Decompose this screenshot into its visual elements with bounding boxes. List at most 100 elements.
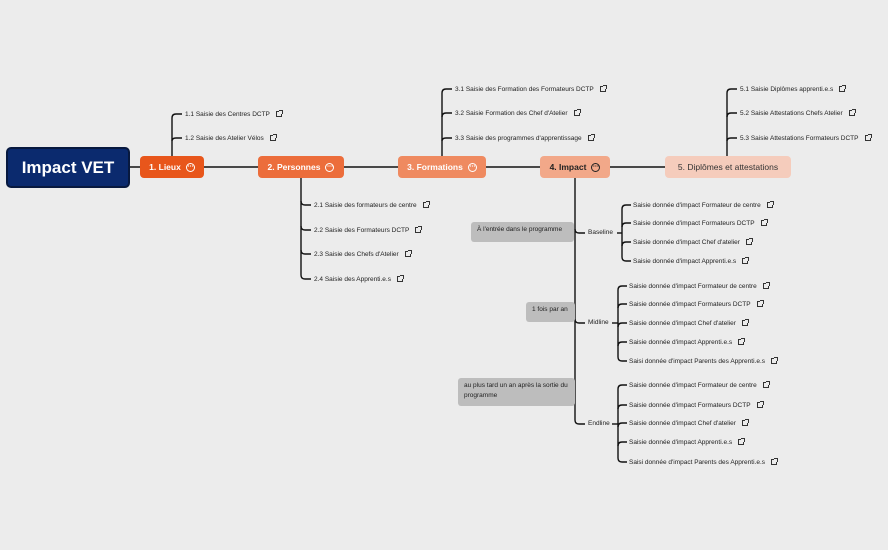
external-link-icon[interactable] bbox=[762, 282, 770, 289]
phase-endline[interactable]: Endline bbox=[588, 420, 610, 427]
branch-label: 3. Formations bbox=[407, 162, 463, 172]
external-link-icon[interactable] bbox=[756, 401, 764, 408]
leaf-item[interactable]: 2.4 Saisie des Apprenti.e.s bbox=[314, 274, 404, 284]
external-link-icon[interactable] bbox=[599, 85, 607, 92]
external-link-icon[interactable] bbox=[741, 319, 749, 326]
branch-personnes[interactable]: 2. Personnes ⋯ bbox=[258, 156, 344, 178]
root-node[interactable]: Impact VET bbox=[6, 147, 130, 188]
leaf-label: Saisie donnée d'impact Formateur de cent… bbox=[633, 201, 761, 209]
external-link-icon[interactable] bbox=[738, 338, 746, 345]
leaf-label: 3.3 Saisie des programmes d'apprentissag… bbox=[455, 134, 582, 142]
leaf-label: Saisie donnée d'impact Chef d'atelier bbox=[629, 419, 736, 427]
leaf-item[interactable]: Saisi donnée d'impact Parents des Appren… bbox=[629, 356, 779, 366]
branch-impact[interactable]: 4. Impact ⋯ bbox=[540, 156, 610, 178]
external-link-icon[interactable] bbox=[422, 201, 430, 208]
branch-label: 5. Diplômes et attestations bbox=[677, 162, 779, 172]
leaf-item[interactable]: Saisie donnée d'impact Formateur de cent… bbox=[633, 200, 774, 210]
timing-note-midline: 1 fois par an bbox=[526, 302, 575, 322]
external-link-icon[interactable] bbox=[756, 300, 764, 307]
external-link-icon[interactable] bbox=[839, 85, 847, 92]
leaf-item[interactable]: Saisie donnée d'impact Chef d'atelier bbox=[633, 237, 753, 247]
leaf-item[interactable]: 3.2 Saisie Formation des Chef d'Atelier bbox=[455, 108, 581, 118]
leaf-label: 1.1 Saisie des Centres DCTP bbox=[185, 110, 270, 118]
branch-diplomes[interactable]: 5. Diplômes et attestations bbox=[665, 156, 791, 178]
external-link-icon[interactable] bbox=[760, 219, 768, 226]
external-link-icon[interactable] bbox=[404, 250, 412, 257]
leaf-label: 2.3 Saisie des Chefs d'Atelier bbox=[314, 250, 399, 258]
branch-label: 2. Personnes bbox=[267, 162, 321, 172]
leaf-item[interactable]: Saisie donnée d'impact Apprenti.e.s bbox=[629, 437, 746, 447]
leaf-item[interactable]: Saisie donnée d'impact Formateurs DCTP bbox=[629, 400, 764, 410]
leaf-label: 5.3 Saisie Attestations Formateurs DCTP bbox=[740, 134, 859, 142]
collapse-circle-icon[interactable]: ⋯ bbox=[325, 162, 335, 172]
leaf-item[interactable]: 5.2 Saisie Attestations Chefs Atelier bbox=[740, 108, 856, 118]
collapse-circle-icon[interactable]: ⋯ bbox=[185, 162, 195, 172]
external-link-icon[interactable] bbox=[269, 134, 277, 141]
external-link-icon[interactable] bbox=[741, 419, 749, 426]
phase-baseline[interactable]: Baseline bbox=[588, 229, 613, 236]
branch-lieux[interactable]: 1. Lieux ⋯ bbox=[140, 156, 204, 178]
external-link-icon[interactable] bbox=[771, 357, 779, 364]
leaf-item[interactable]: Saisie donnée d'impact Apprenti.e.s bbox=[633, 256, 750, 266]
collapse-circle-icon[interactable]: ⋯ bbox=[467, 162, 477, 172]
external-link-icon[interactable] bbox=[415, 226, 423, 233]
leaf-item[interactable]: 3.1 Saisie des Formation des Formateurs … bbox=[455, 84, 607, 94]
external-link-icon[interactable] bbox=[573, 109, 581, 116]
leaf-label: 5.2 Saisie Attestations Chefs Atelier bbox=[740, 109, 843, 117]
external-link-icon[interactable] bbox=[864, 134, 872, 141]
timing-note-baseline: À l'entrée dans le programme bbox=[471, 222, 574, 242]
leaf-label: Saisie donnée d'impact Chef d'atelier bbox=[629, 319, 736, 327]
leaf-item[interactable]: Saisie donnée d'impact Formateur de cent… bbox=[629, 281, 770, 291]
external-link-icon[interactable] bbox=[742, 257, 750, 264]
leaf-item[interactable]: 2.1 Saisie des formateurs de centre bbox=[314, 200, 430, 210]
leaf-item[interactable]: Saisie donnée d'impact Chef d'atelier bbox=[629, 418, 749, 428]
branch-label: 4. Impact bbox=[549, 162, 587, 172]
leaf-label: 3.2 Saisie Formation des Chef d'Atelier bbox=[455, 109, 568, 117]
leaf-label: Saisie donnée d'impact Formateur de cent… bbox=[629, 282, 757, 290]
leaf-item[interactable]: 5.3 Saisie Attestations Formateurs DCTP bbox=[740, 133, 872, 143]
leaf-label: Saisie donnée d'impact Apprenti.e.s bbox=[633, 257, 737, 265]
external-link-icon[interactable] bbox=[587, 134, 595, 141]
leaf-label: 2.1 Saisie des formateurs de centre bbox=[314, 201, 417, 209]
leaf-item[interactable]: 5.1 Saisie Diplômes apprenti.e.s bbox=[740, 84, 847, 94]
leaf-label: Saisie donnée d'impact Formateur de cent… bbox=[629, 381, 757, 389]
phase-midline[interactable]: Midline bbox=[588, 319, 609, 326]
leaf-label: Saisie donnée d'impact Formateurs DCTP bbox=[629, 401, 751, 409]
leaf-item[interactable]: 2.3 Saisie des Chefs d'Atelier bbox=[314, 249, 412, 259]
leaf-label: 2.2 Saisie des Formateurs DCTP bbox=[314, 226, 410, 234]
leaf-item[interactable]: Saisie donnée d'impact Chef d'atelier bbox=[629, 318, 749, 328]
leaf-label: Saisie donnée d'impact Apprenti.e.s bbox=[629, 438, 733, 446]
external-link-icon[interactable] bbox=[745, 238, 753, 245]
leaf-label: Saisie donnée d'impact Chef d'atelier bbox=[633, 238, 740, 246]
leaf-item[interactable]: Saisie donnée d'impact Formateurs DCTP bbox=[629, 299, 764, 309]
leaf-item[interactable]: 2.2 Saisie des Formateurs DCTP bbox=[314, 225, 423, 235]
leaf-item[interactable]: 1.2 Saisie des Atelier Vélos bbox=[185, 133, 277, 143]
external-link-icon[interactable] bbox=[766, 201, 774, 208]
leaf-item[interactable]: Saisie donnée d'impact Formateurs DCTP bbox=[633, 218, 768, 228]
leaf-item[interactable]: Saisie donnée d'impact Formateur de cent… bbox=[629, 380, 770, 390]
branch-label: 1. Lieux bbox=[149, 162, 181, 172]
leaf-label: Saisie donnée d'impact Formateurs DCTP bbox=[629, 300, 751, 308]
external-link-icon[interactable] bbox=[396, 275, 404, 282]
leaf-label: Saisie donnée d'impact Formateurs DCTP bbox=[633, 219, 755, 227]
external-link-icon[interactable] bbox=[771, 458, 779, 465]
external-link-icon[interactable] bbox=[275, 110, 283, 117]
leaf-item[interactable]: 3.3 Saisie des programmes d'apprentissag… bbox=[455, 133, 595, 143]
leaf-label: 3.1 Saisie des Formation des Formateurs … bbox=[455, 85, 594, 93]
leaf-item[interactable]: Saisie donnée d'impact Apprenti.e.s bbox=[629, 337, 746, 347]
leaf-item[interactable]: 1.1 Saisie des Centres DCTP bbox=[185, 109, 283, 119]
leaf-label: Saisi donnée d'impact Parents des Appren… bbox=[629, 357, 766, 365]
timing-note-endline: au plus tard un an après la sortie du pr… bbox=[458, 378, 575, 406]
leaf-item[interactable]: Saisi donnée d'impact Parents des Appren… bbox=[629, 457, 779, 467]
branch-formations[interactable]: 3. Formations ⋯ bbox=[398, 156, 486, 178]
external-link-icon[interactable] bbox=[848, 109, 856, 116]
external-link-icon[interactable] bbox=[762, 381, 770, 388]
external-link-icon[interactable] bbox=[738, 438, 746, 445]
leaf-label: 1.2 Saisie des Atelier Vélos bbox=[185, 134, 264, 142]
collapse-circle-icon[interactable]: ⋯ bbox=[591, 162, 601, 172]
leaf-label: Saisi donnée d'impact Parents des Appren… bbox=[629, 458, 766, 466]
leaf-label: Saisie donnée d'impact Apprenti.e.s bbox=[629, 338, 733, 346]
leaf-label: 5.1 Saisie Diplômes apprenti.e.s bbox=[740, 85, 834, 93]
leaf-label: 2.4 Saisie des Apprenti.e.s bbox=[314, 275, 391, 283]
